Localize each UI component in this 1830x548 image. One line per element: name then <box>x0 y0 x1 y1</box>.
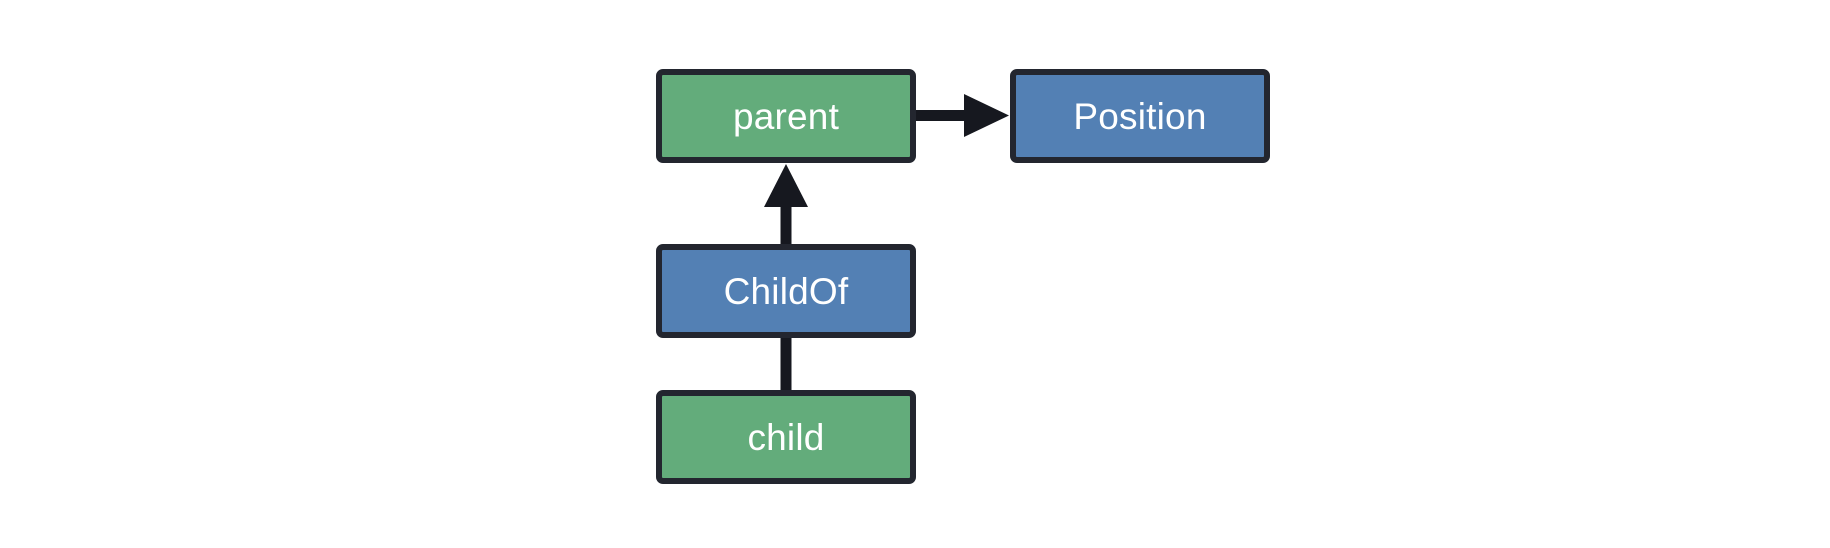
edge-child-to-childof <box>780 334 792 394</box>
node-parent-label: parent <box>732 95 840 137</box>
node-childof-label: ChildOf <box>723 270 849 312</box>
node-parent[interactable]: parent <box>656 69 916 163</box>
edge-childof-to-parent <box>764 164 808 246</box>
node-child[interactable]: child <box>656 390 916 484</box>
node-position-label: Position <box>1073 95 1207 137</box>
node-child-label: child <box>747 416 825 458</box>
edge-parent-to-position <box>916 94 1009 137</box>
node-childof[interactable]: ChildOf <box>656 244 916 338</box>
node-position[interactable]: Position <box>1010 69 1270 163</box>
